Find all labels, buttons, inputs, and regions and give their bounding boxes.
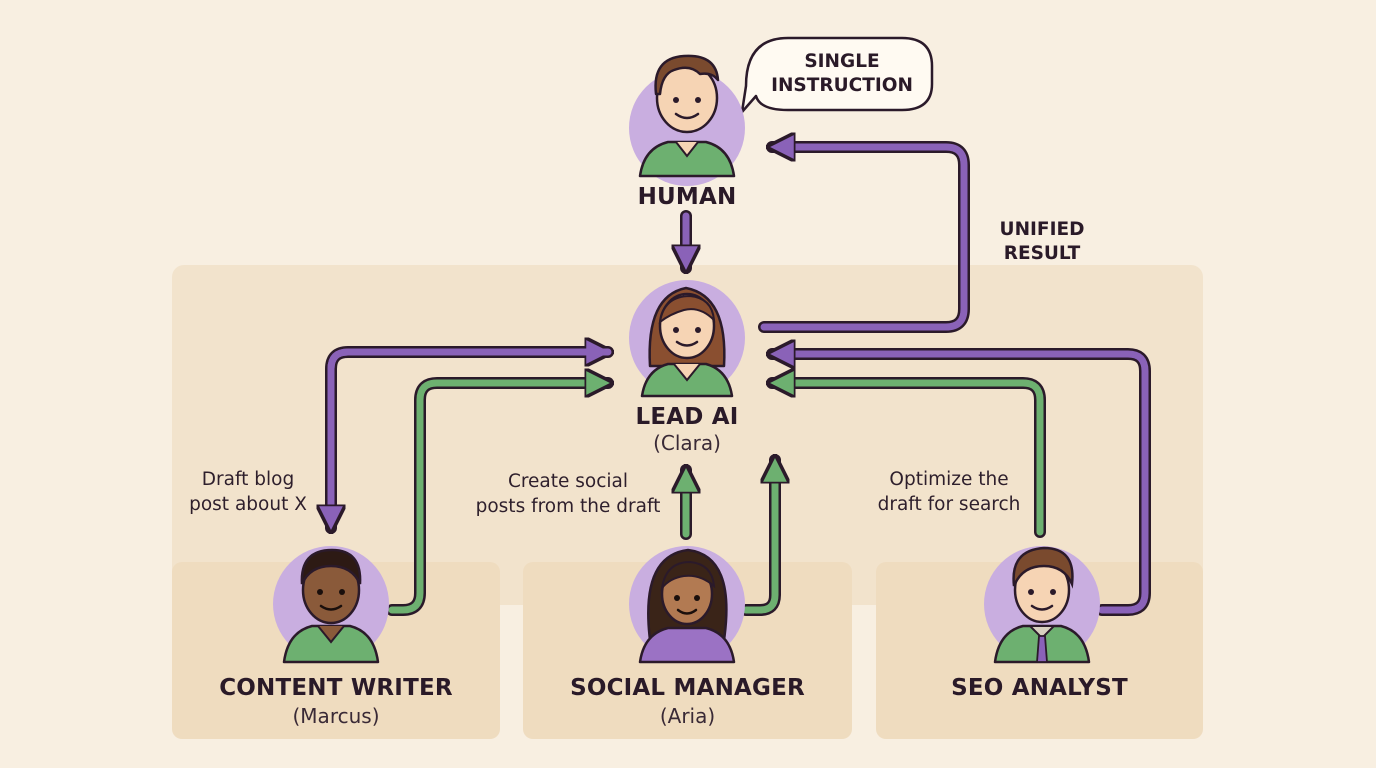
human-title: HUMAN xyxy=(637,184,737,210)
social-name: (Aria) xyxy=(659,704,716,728)
arrow-lead-to-seo xyxy=(772,383,1044,536)
seo-instruction: Optimize the draft for search xyxy=(864,467,1034,517)
writer-instruction-line-1: Draft blog xyxy=(201,469,295,490)
lead-title: LEAD AI xyxy=(635,404,739,430)
unified-result-label: UNIFIED RESULT xyxy=(982,218,1102,266)
writer-name: (Marcus) xyxy=(292,704,380,728)
arrow-seo-to-lead xyxy=(772,354,1149,614)
human-avatar xyxy=(629,54,745,186)
social-title: SOCIAL MANAGER xyxy=(570,675,805,701)
speech-line-2: INSTRUCTION xyxy=(771,75,913,96)
social-instruction-line-2: posts from the draft xyxy=(475,496,661,517)
arrow-result xyxy=(760,147,968,331)
arrow-social-to-lead xyxy=(742,460,775,614)
social-avatar xyxy=(629,546,745,664)
seo-title: SEO ANALYST xyxy=(951,675,1128,701)
social-instruction-line-1: Create social xyxy=(507,471,629,492)
seo-instruction-line-1: Optimize the xyxy=(889,469,1009,490)
arrow-writer-to-lead xyxy=(388,383,608,614)
unified-result-line-1: UNIFIED xyxy=(999,219,1085,240)
writer-instruction-line-2: post about X xyxy=(189,494,307,515)
social-instruction: Create social posts from the draft xyxy=(458,469,678,519)
lead-avatar xyxy=(629,280,745,398)
speech-bubble xyxy=(740,36,934,114)
lead-name: (Clara) xyxy=(653,431,721,455)
writer-instruction: Draft blog post about X xyxy=(178,467,318,517)
seo-avatar xyxy=(984,546,1100,664)
seo-instruction-line-2: draft for search xyxy=(877,494,1021,515)
unified-result-line-2: RESULT xyxy=(1003,243,1081,264)
writer-avatar xyxy=(273,546,389,664)
speech-line-1: SINGLE xyxy=(804,51,880,72)
writer-title: CONTENT WRITER xyxy=(219,675,453,701)
speech-bubble-text: SINGLE INSTRUCTION xyxy=(752,50,932,98)
